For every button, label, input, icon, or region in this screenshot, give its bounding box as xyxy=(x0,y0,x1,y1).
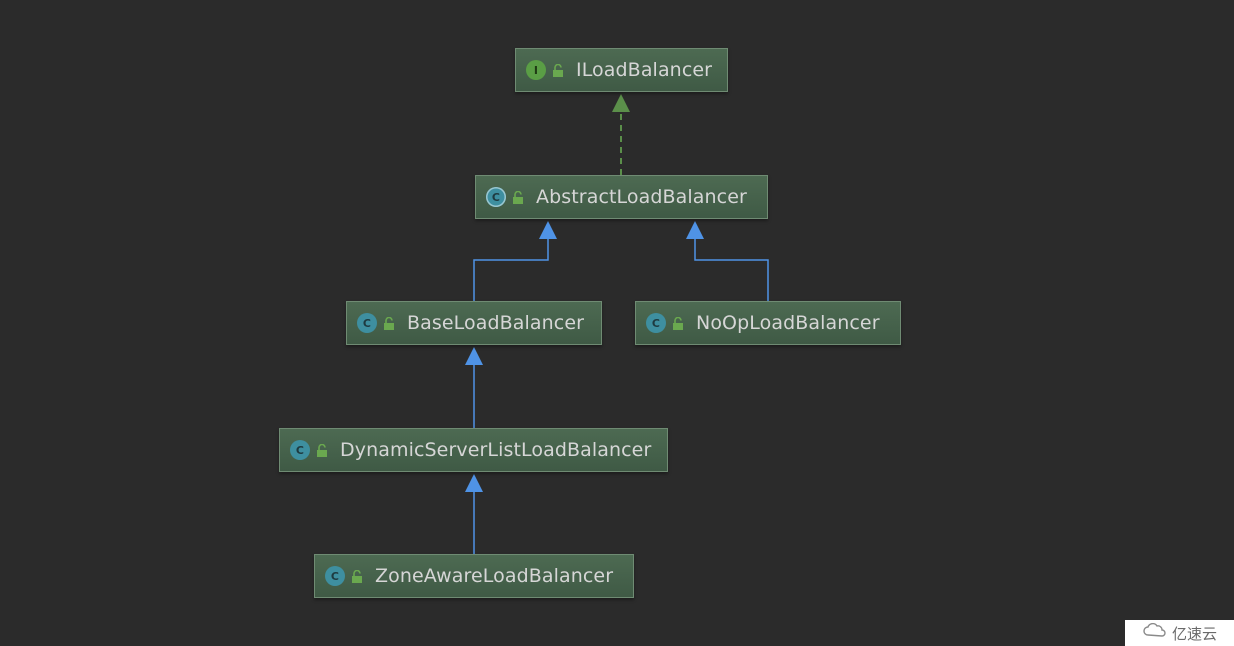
extends-arrowhead-icon xyxy=(465,347,483,365)
node-abstractloadbalancer[interactable]: C AbstractLoadBalancer xyxy=(475,175,768,219)
node-dynamicserverlistloadbalancer[interactable]: C DynamicServerListLoadBalancer xyxy=(279,428,668,472)
node-zoneawareloadbalancer[interactable]: C ZoneAwareLoadBalancer xyxy=(314,554,634,598)
public-access-lock-icon xyxy=(672,316,684,330)
public-access-lock-icon xyxy=(316,443,328,457)
edge-extends-base-to-abstract xyxy=(473,238,549,301)
class-icon: C xyxy=(646,313,666,333)
node-label: ILoadBalancer xyxy=(576,59,713,81)
watermark-text: 亿速云 xyxy=(1171,624,1217,643)
class-icon: C xyxy=(325,566,345,586)
public-access-lock-icon xyxy=(383,316,395,330)
cloud-logo-icon xyxy=(1142,622,1168,643)
interface-icon: I xyxy=(526,60,546,80)
extends-arrowhead-icon xyxy=(686,221,704,239)
edge-extends-noop-to-abstract xyxy=(694,238,769,301)
node-noploadbalancer[interactable]: C NoOpLoadBalancer xyxy=(635,301,901,345)
class-icon: C xyxy=(357,313,377,333)
public-access-lock-icon xyxy=(552,63,564,77)
class-icon: C xyxy=(290,440,310,460)
public-access-lock-icon xyxy=(512,190,524,204)
node-label: NoOpLoadBalancer xyxy=(696,312,880,334)
node-label: BaseLoadBalancer xyxy=(407,312,585,334)
node-label: DynamicServerListLoadBalancer xyxy=(340,439,652,461)
node-label: AbstractLoadBalancer xyxy=(536,186,747,208)
abstract-class-icon: C xyxy=(486,187,506,207)
public-access-lock-icon xyxy=(351,569,363,583)
extends-arrowhead-icon xyxy=(539,221,557,239)
node-baseloadbalancer[interactable]: C BaseLoadBalancer xyxy=(346,301,602,345)
extends-arrowhead-icon xyxy=(465,474,483,492)
node-label: ZoneAwareLoadBalancer xyxy=(375,565,614,587)
watermark: 亿速云 xyxy=(1125,620,1234,646)
node-iloadbalancer[interactable]: I ILoadBalancer xyxy=(515,48,728,92)
implements-arrowhead-icon xyxy=(612,94,630,112)
